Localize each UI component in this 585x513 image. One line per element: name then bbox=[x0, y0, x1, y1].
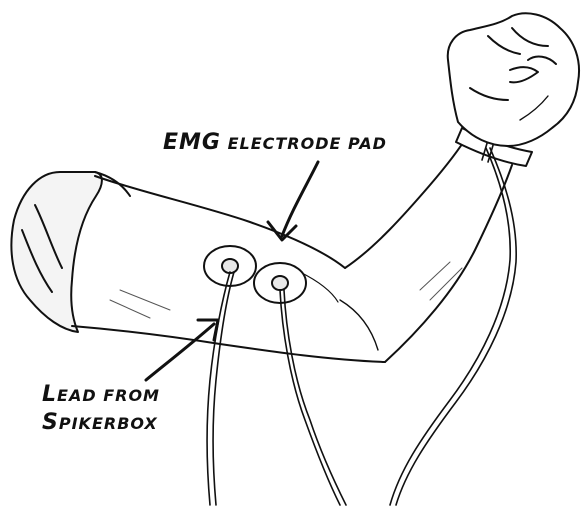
lead-label-line1-cap: L bbox=[42, 382, 57, 407]
electrode-label: EMG ELECTRODE PAD bbox=[163, 132, 387, 154]
lead-label-line2-rest: PIKERBOX bbox=[59, 414, 158, 433]
electrode-label-emg: EMG bbox=[163, 130, 221, 155]
lead-wires bbox=[207, 272, 346, 505]
lead-label-line1-rest: EAD FROM bbox=[57, 386, 160, 405]
sleeve-drawing bbox=[11, 172, 130, 332]
arm-drawing bbox=[72, 135, 512, 362]
arrow-to-electrode bbox=[268, 162, 318, 240]
lead-label-line1: LEAD FROM bbox=[42, 384, 160, 406]
fist-drawing bbox=[448, 13, 579, 146]
electrode-label-rest: ELECTRODE PAD bbox=[228, 134, 387, 153]
electrode-pad-1 bbox=[204, 246, 256, 286]
lead-label-line2-cap: S bbox=[42, 410, 59, 435]
arrow-to-lead bbox=[146, 320, 218, 380]
lead-label: LEAD FROM SPIKERBOX bbox=[42, 384, 160, 440]
lead-label-line2: SPIKERBOX bbox=[42, 412, 160, 434]
